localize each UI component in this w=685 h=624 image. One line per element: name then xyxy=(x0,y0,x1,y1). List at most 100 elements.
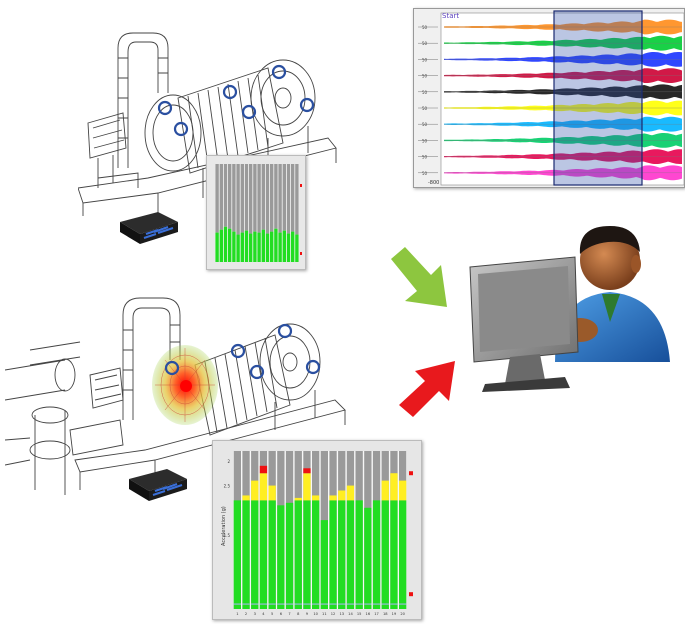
red-arrow-icon xyxy=(399,361,455,417)
threshold-marker xyxy=(409,592,413,597)
bar-yellow-segment[interactable] xyxy=(294,497,302,501)
bar-green-segment[interactable] xyxy=(355,500,363,609)
bar[interactable] xyxy=(236,234,240,262)
bar-background xyxy=(291,164,295,232)
sensor-marker[interactable] xyxy=(305,359,321,375)
bar-red-segment[interactable] xyxy=(259,465,268,474)
bar[interactable] xyxy=(228,228,232,262)
threshold-marker xyxy=(300,252,302,255)
bar[interactable] xyxy=(261,229,265,262)
bar-green-segment[interactable] xyxy=(390,500,398,609)
bar-green-segment[interactable] xyxy=(320,520,328,609)
bar[interactable] xyxy=(219,229,223,262)
bar[interactable] xyxy=(282,230,286,262)
x-tick-label: 7 xyxy=(288,612,290,616)
bar[interactable] xyxy=(295,234,299,262)
x-tick-label: 14 xyxy=(348,612,353,616)
bar[interactable] xyxy=(232,231,236,262)
bar-green-segment[interactable] xyxy=(329,500,337,609)
bar[interactable] xyxy=(270,231,274,262)
bar-yellow-segment[interactable] xyxy=(251,480,259,501)
bar-yellow-segment[interactable] xyxy=(329,495,337,501)
bar-green-segment[interactable] xyxy=(251,500,259,609)
bar[interactable] xyxy=(215,232,219,262)
x-tick-label: 4 xyxy=(262,612,265,616)
bar-yellow-segment[interactable] xyxy=(268,485,276,501)
sensor-marker[interactable] xyxy=(249,364,265,380)
channel-tick-label: 50 xyxy=(422,25,428,30)
sensor-marker[interactable] xyxy=(230,343,246,359)
bar-green-segment[interactable] xyxy=(285,502,294,609)
x-tick-label: 18 xyxy=(383,612,388,616)
bar-yellow-segment[interactable] xyxy=(259,473,268,501)
bar-green-segment[interactable] xyxy=(242,500,250,609)
bar-background xyxy=(278,164,282,233)
sensor-marker[interactable] xyxy=(222,84,238,100)
x-tick-label: 16 xyxy=(366,612,371,616)
bar-green-segment[interactable] xyxy=(277,505,285,609)
bar[interactable] xyxy=(291,231,295,262)
x-tick-label: 1 xyxy=(236,612,238,616)
bar[interactable] xyxy=(278,232,282,262)
sensor-marker[interactable] xyxy=(157,100,173,116)
bar-green-segment[interactable] xyxy=(346,500,355,609)
bar-background xyxy=(249,164,253,234)
sensor-marker[interactable] xyxy=(164,360,180,376)
bar-green-segment[interactable] xyxy=(372,500,381,609)
x-tick-label: 11 xyxy=(322,612,327,616)
channel-tick-label: 50 xyxy=(422,122,428,127)
bar[interactable] xyxy=(265,233,270,262)
fault-hotspot[interactable] xyxy=(152,345,218,425)
bar-green-segment[interactable] xyxy=(364,507,372,609)
bar[interactable] xyxy=(257,232,261,262)
bar[interactable] xyxy=(223,226,228,262)
channel-tick-label: 50 xyxy=(422,171,428,176)
bar[interactable] xyxy=(274,228,278,262)
green-arrow-icon xyxy=(391,247,447,307)
computer-monitor xyxy=(469,256,579,392)
bar[interactable] xyxy=(240,232,244,262)
y-tick-label: 2.5 xyxy=(224,484,231,489)
bar[interactable] xyxy=(253,231,257,262)
bar-yellow-segment[interactable] xyxy=(242,495,250,501)
bar-green-segment[interactable] xyxy=(399,500,407,609)
bar-green-segment[interactable] xyxy=(381,500,389,609)
sensor-marker[interactable] xyxy=(173,121,189,137)
bar-background xyxy=(257,164,261,233)
waveform-start-label: Start xyxy=(442,12,459,20)
sensor-marker[interactable] xyxy=(277,323,293,339)
bar-yellow-segment[interactable] xyxy=(381,480,389,501)
bar-background xyxy=(295,164,299,235)
sensor-marker[interactable] xyxy=(299,97,315,113)
bar-green-segment[interactable] xyxy=(268,500,276,609)
bar-green-segment[interactable] xyxy=(233,500,241,609)
bar-yellow-segment[interactable] xyxy=(338,490,346,501)
x-tick-label: 3 xyxy=(254,612,256,616)
data-acquisition-box-icon xyxy=(129,469,187,501)
bar-green-segment[interactable] xyxy=(303,500,311,609)
bar[interactable] xyxy=(249,233,253,262)
bar-green-segment[interactable] xyxy=(338,500,346,609)
x-tick-label: 17 xyxy=(374,612,379,616)
sensor-marker[interactable] xyxy=(271,64,287,80)
selection-window[interactable] xyxy=(553,10,643,186)
bar-yellow-segment[interactable] xyxy=(390,473,398,501)
bar-green-segment[interactable] xyxy=(294,500,302,609)
plot-area xyxy=(215,164,299,262)
bar-green-segment[interactable] xyxy=(312,500,320,609)
bar-yellow-segment[interactable] xyxy=(399,480,407,501)
bar[interactable] xyxy=(244,230,249,262)
bar-yellow-segment[interactable] xyxy=(312,495,320,501)
bar-yellow-segment[interactable] xyxy=(346,485,355,501)
sensor-marker[interactable] xyxy=(241,104,257,120)
sensor-markers xyxy=(157,64,315,137)
bar-yellow-segment[interactable] xyxy=(303,473,311,501)
bar[interactable] xyxy=(286,233,291,262)
bar-green-segment[interactable] xyxy=(259,500,268,609)
bar-red-segment[interactable] xyxy=(303,468,311,474)
channel-tick-label: 50 xyxy=(422,138,428,143)
channel-tick-label: 50 xyxy=(422,155,428,160)
